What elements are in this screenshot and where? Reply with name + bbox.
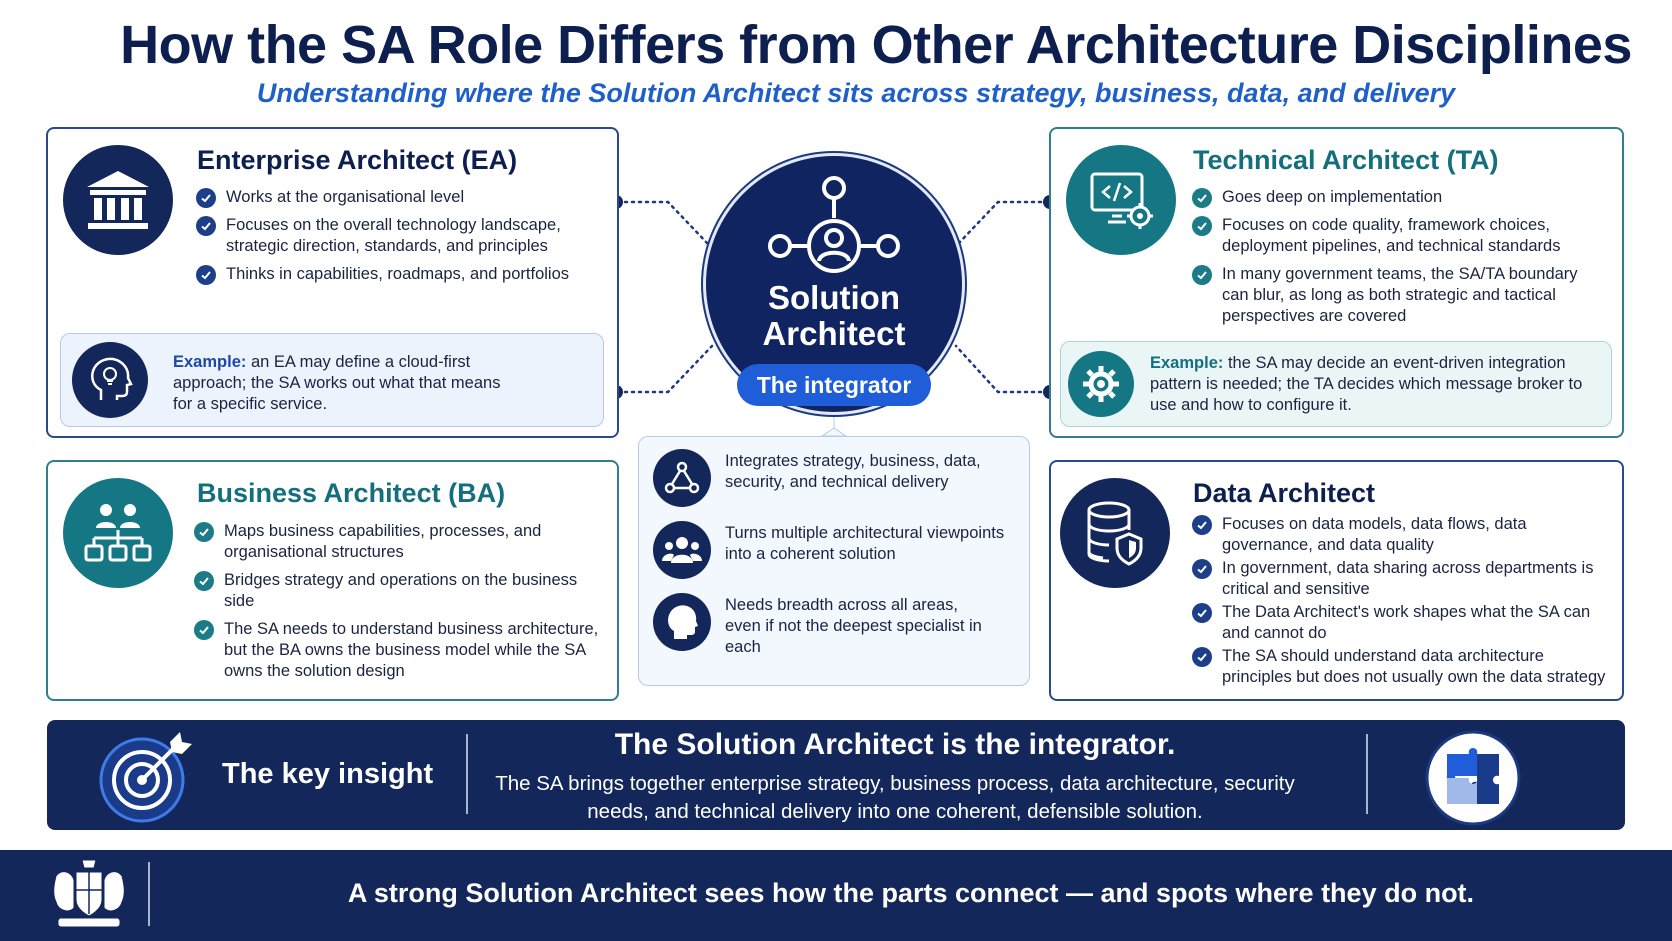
page-subtitle: Understanding where the Solution Archite… — [256, 78, 1456, 108]
list-item: Works at the organisational level — [196, 187, 596, 208]
head-profile-icon — [653, 593, 711, 651]
check-icon — [1192, 559, 1212, 579]
integrator-tag: The integrator — [737, 364, 931, 406]
institution-building-icon — [63, 145, 173, 255]
divider — [148, 862, 150, 926]
check-icon — [1192, 188, 1212, 208]
check-icon — [194, 620, 214, 640]
check-icon — [1192, 603, 1212, 623]
center-info-box: Integrates strategy, business, data, sec… — [638, 436, 1030, 686]
team-group-icon — [653, 521, 711, 579]
list-item: Integrates strategy, business, data, sec… — [653, 449, 1023, 511]
list-item: Focuses on data models, data flows, data… — [1192, 514, 1612, 556]
head-lightbulb-icon — [72, 342, 148, 418]
ea-title: Enterprise Architect (EA) — [197, 145, 518, 175]
list-item: Focuses on code quality, framework choic… — [1192, 215, 1602, 257]
network-nodes-icon — [653, 449, 711, 507]
list-item: Focuses on the overall technology landsc… — [196, 215, 596, 257]
check-icon — [194, 571, 214, 591]
ea-example-text: Example: an EA may define a cloud-first … — [173, 353, 501, 413]
key-insight-band — [47, 720, 1625, 830]
insight-heading: The Solution Architect is the integrator… — [614, 728, 1176, 761]
divider — [1366, 734, 1368, 814]
footer-band — [0, 850, 1672, 941]
list-item: In government, data sharing across depar… — [1192, 558, 1612, 600]
list-item: The SA should understand data architectu… — [1192, 646, 1612, 688]
ta-title: Technical Architect (TA) — [1193, 145, 1499, 175]
list-item: The Data Architect's work shapes what th… — [1192, 602, 1612, 644]
list-item: The SA needs to understand business arch… — [194, 619, 604, 682]
list-item: Bridges strategy and operations on the b… — [194, 570, 604, 612]
ba-title: Business Architect (BA) — [197, 478, 506, 508]
divider — [466, 734, 468, 814]
org-chart-icon — [63, 478, 173, 588]
list-item: Needs breadth across all areas, even if … — [653, 593, 1023, 673]
ea-bullets: Works at the organisational level Focuse… — [196, 187, 596, 292]
check-icon — [1192, 515, 1212, 535]
check-icon — [196, 188, 216, 208]
database-shield-icon — [1060, 478, 1170, 588]
gear-icon — [1068, 351, 1134, 417]
list-item: Thinks in capabilities, roadmaps, and po… — [196, 264, 596, 285]
check-icon — [194, 522, 214, 542]
insight-body: The SA brings together enterprise strate… — [495, 772, 1295, 823]
list-item: In many government teams, the SA/TA boun… — [1192, 264, 1602, 327]
check-icon — [1192, 216, 1212, 236]
check-icon — [196, 216, 216, 236]
da-title: Data Architect — [1193, 478, 1376, 508]
ta-example-text: Example: the SA may decide an event-driv… — [1150, 354, 1583, 414]
key-insight-label: The key insight — [222, 758, 434, 790]
da-bullets: Focuses on data models, data flows, data… — [1192, 514, 1612, 690]
ea-example-box — [60, 333, 604, 427]
page-title: How the SA Role Differs from Other Archi… — [120, 15, 1632, 75]
royal-crest-icon — [53, 859, 125, 928]
check-icon — [1192, 265, 1212, 285]
ta-bullets: Goes deep on implementation Focuses on c… — [1192, 187, 1602, 334]
ta-example-box — [1060, 341, 1612, 427]
footer-tagline: A strong Solution Architect sees how the… — [347, 878, 1475, 908]
list-item: Maps business capabilities, processes, a… — [194, 521, 604, 563]
ba-bullets: Maps business capabilities, processes, a… — [194, 521, 604, 689]
check-icon — [196, 265, 216, 285]
list-item: Goes deep on implementation — [1192, 187, 1602, 208]
target-arrow-icon — [99, 732, 192, 823]
list-item: Turns multiple architectural viewpoints … — [653, 521, 1023, 583]
puzzle-icon — [1425, 730, 1521, 826]
code-monitor-gear-icon — [1066, 145, 1176, 255]
network-person-icon — [768, 176, 900, 273]
check-icon — [1192, 647, 1212, 667]
